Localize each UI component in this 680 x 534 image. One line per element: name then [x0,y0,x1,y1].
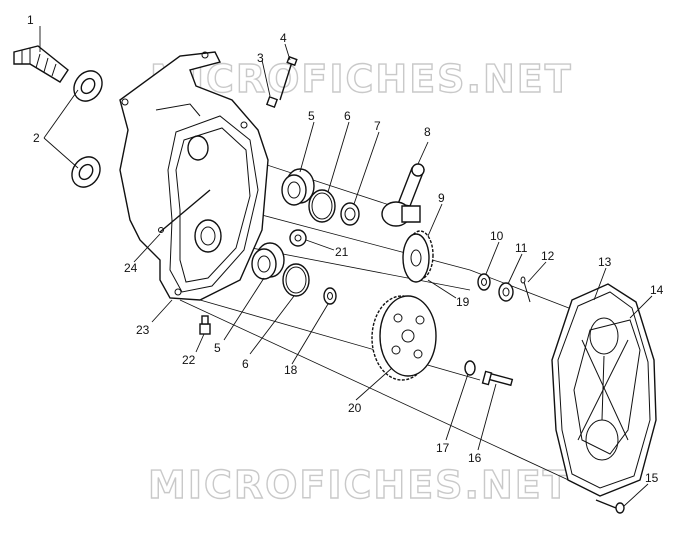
callout-4: 4 [280,31,287,45]
bearing-upper [281,168,315,206]
callout-18: 18 [284,363,298,377]
callout-23: 23 [136,323,150,337]
stud-part-24 [159,189,211,233]
callout-labels: 1 2 3 4 5 6 7 8 9 10 11 12 13 14 15 16 1… [27,13,664,485]
watermark-top: MICROFICHES.NET [150,57,573,101]
washer-part-17 [464,360,476,376]
callout-15: 15 [645,471,659,485]
screw-part-3 [265,95,279,109]
nut-part-11 [498,282,514,302]
o-ring-lower [282,263,310,297]
plug-part-22 [199,315,211,335]
sprocket-lower [371,295,437,381]
callout-14: 14 [650,283,664,297]
watermark-bottom: MICROFICHES.NET [148,463,571,507]
washer-part-18 [323,287,337,305]
shaft-part [13,45,69,83]
callout-21: 21 [335,245,349,259]
callout-8: 8 [424,125,431,139]
callout-19: 19 [456,295,470,309]
o-ring-upper [308,189,336,223]
callout-13: 13 [598,255,612,269]
seal-lower [71,156,101,188]
nut-part-21 [289,229,307,247]
seal-upper [73,70,103,102]
pin-part-12 [520,276,531,303]
chaincase-cover [551,283,657,497]
callout-16: 16 [468,451,482,465]
leader-lines [39,26,653,507]
screw-part-15 [595,499,625,514]
callout-7: 7 [374,119,381,133]
callout-10: 10 [490,229,504,243]
chaincase-housing [119,51,269,301]
callout-3: 3 [257,51,264,65]
sprocket-upper [402,230,434,283]
callout-5-lower: 5 [214,341,221,355]
callout-9: 9 [438,191,445,205]
bolt-part-16 [481,370,514,387]
callout-20: 20 [348,401,362,415]
callout-22: 22 [182,353,196,367]
callout-12: 12 [541,249,555,263]
callout-6-lower: 6 [242,357,249,371]
washer-part-10 [477,273,491,291]
callout-24: 24 [124,261,138,275]
collar-part [340,202,360,226]
callout-2: 2 [33,131,40,145]
tensioner-arm [381,163,425,227]
bearing-lower [251,242,285,280]
callout-5-upper: 5 [308,109,315,123]
callout-1: 1 [27,13,34,27]
callout-17: 17 [436,441,450,455]
callout-11: 11 [515,241,528,255]
callout-6-upper: 6 [344,109,351,123]
